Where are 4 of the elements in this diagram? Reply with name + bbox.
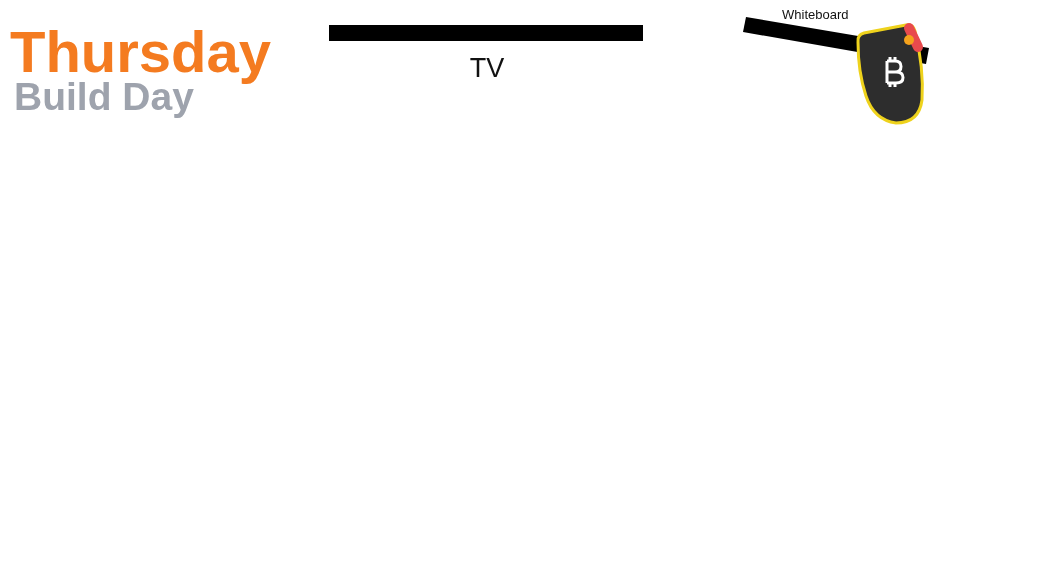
tv-label: TV — [469, 55, 505, 82]
whiteboard-label: Whiteboard — [782, 8, 849, 21]
subtitle: Build Day — [14, 77, 194, 116]
tv-bar — [329, 25, 643, 41]
